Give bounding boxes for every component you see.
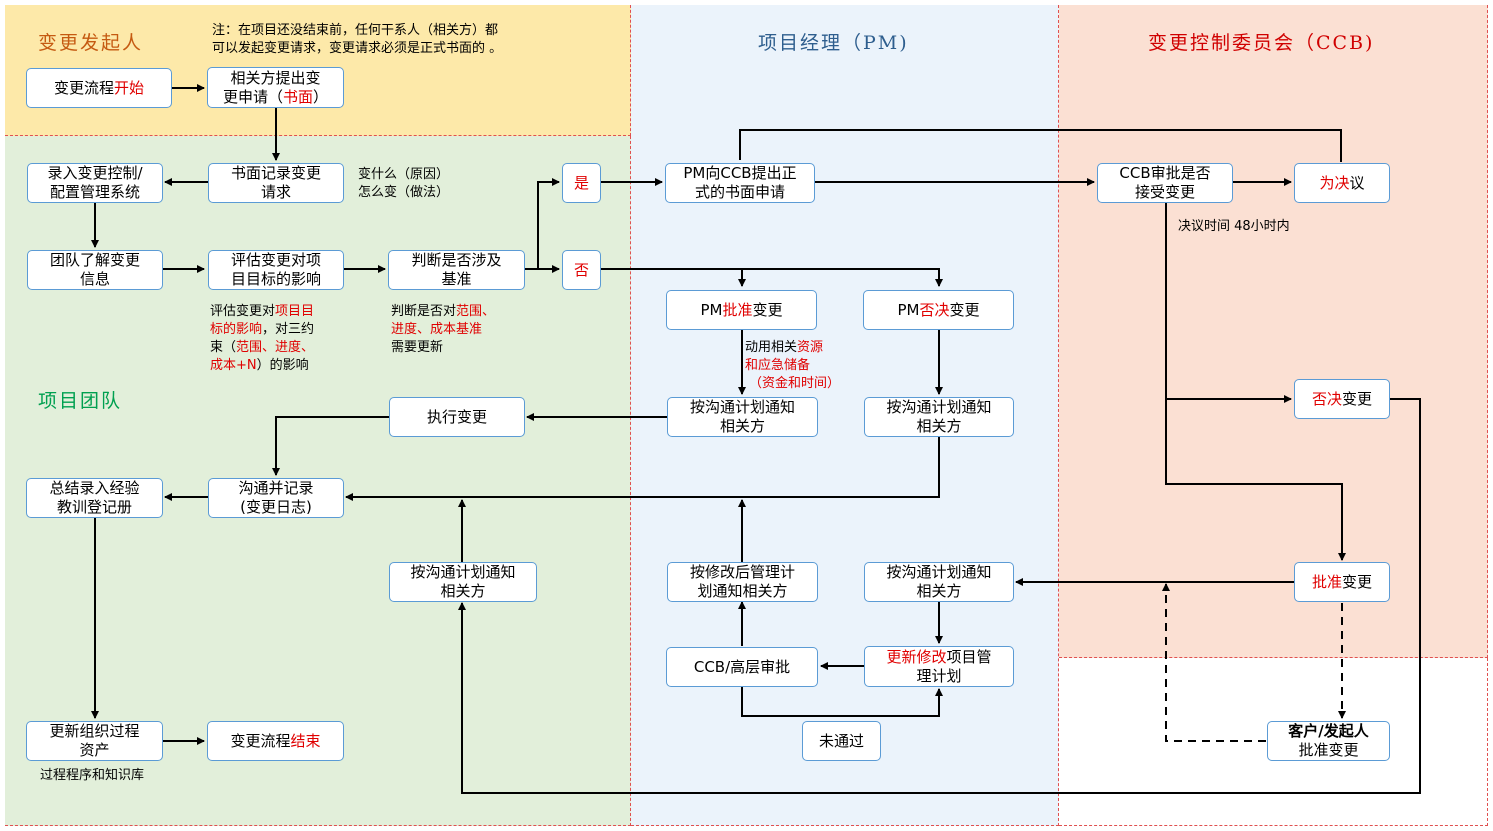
arrow-judge-yes — [525, 178, 560, 270]
team-understand-box[interactable]: 团队了解变更信息 — [27, 250, 163, 290]
communicate-box[interactable]: 沟通并记录(变更日志) — [208, 478, 344, 518]
notify-box-3[interactable]: 按沟通计划通知相关方 — [389, 562, 537, 602]
start-box[interactable]: 变更流程开始 — [26, 68, 172, 108]
pm-zone-title: 项目经理（PM) — [758, 32, 909, 54]
team-zone-title: 项目团队 — [38, 390, 123, 412]
ccb-zone-title: 变更控制委员会（CCB) — [1148, 32, 1375, 54]
ccb-accept-box[interactable]: 批准变更 — [1294, 562, 1390, 602]
update-assets-box[interactable]: 更新组织过程资产 — [26, 721, 163, 761]
no-box[interactable]: 否 — [562, 250, 601, 290]
pm-submit-box[interactable]: PM向CCB提出正式的书面申请 — [665, 163, 815, 203]
notify-box-2[interactable]: 按沟通计划通知相关方 — [864, 397, 1014, 437]
initiator-note: 注：在项目还没结束前，任何干系人（相关方）都 可以发起变更请求，变更请求必须是正… — [212, 23, 503, 56]
judge-note: 判断是否对范围、 进度、成本基准 需要更新 — [391, 304, 496, 355]
resolution-box[interactable]: 为决议 — [1294, 163, 1390, 203]
initiator-zone-title: 变更发起人 — [38, 32, 144, 54]
arrow-execute-communicate — [272, 416, 389, 476]
arrow-resolution-loop — [739, 129, 1342, 162]
judge-baseline-box[interactable]: 判断是否涉及基准 — [388, 250, 525, 290]
assess-note: 评估变更对项目目 标的影响，对三约 束（范围、进度、 成本+N）的影响 — [210, 304, 315, 373]
yes-box[interactable]: 是 — [562, 163, 601, 203]
arrow-ccb-down — [1165, 202, 1346, 561]
execute-box[interactable]: 执行变更 — [389, 397, 525, 437]
update-plan-box[interactable]: 更新修改项目管理计划 — [864, 646, 1014, 687]
submit-request-box[interactable]: 相关方提出变更申请（书面） — [207, 67, 344, 108]
end-box[interactable]: 变更流程结束 — [207, 721, 344, 761]
notify-box-4[interactable]: 按沟通计划通知相关方 — [864, 562, 1014, 602]
record-written-box[interactable]: 书面记录变更请求 — [208, 163, 344, 203]
notify-box-1[interactable]: 按沟通计划通知相关方 — [667, 397, 818, 437]
senior-approve-box[interactable]: CCB/高层审批 — [666, 647, 818, 687]
resources-note: 动用相关资源 和应急储备 （资金和时间） — [745, 340, 841, 391]
arrow-reject-loop — [458, 398, 1421, 794]
what-how-note: 变什么（原因） 怎么变（做法） — [358, 167, 450, 200]
ccb-reject-box[interactable]: 否决变更 — [1294, 379, 1390, 419]
assess-impact-box[interactable]: 评估变更对项目目标的影响 — [208, 250, 344, 290]
notify-revised-box[interactable]: 按修改后管理计划通知相关方 — [667, 562, 818, 602]
customer-approve-box[interactable]: 客户/发起人批准变更 — [1267, 721, 1390, 761]
arrow-customer-back-dashed — [1162, 583, 1266, 742]
decision-time-note: 决议时间 48小时内 — [1178, 219, 1290, 234]
lessons-box[interactable]: 总结录入经验教训登记册 — [26, 478, 163, 518]
arrow-notpassed-loop — [741, 686, 943, 717]
ccb-zone — [1059, 5, 1488, 658]
process-lib-note: 过程程序和知识库 — [40, 768, 145, 783]
arrow-notify2-communicate — [345, 437, 940, 501]
arrow-no-branches — [601, 268, 943, 287]
ccb-approve-box[interactable]: CCB审批是否接受变更 — [1097, 163, 1233, 203]
not-passed-box[interactable]: 未通过 — [802, 721, 881, 761]
enter-system-box[interactable]: 录入变更控制/配置管理系统 — [27, 163, 163, 203]
